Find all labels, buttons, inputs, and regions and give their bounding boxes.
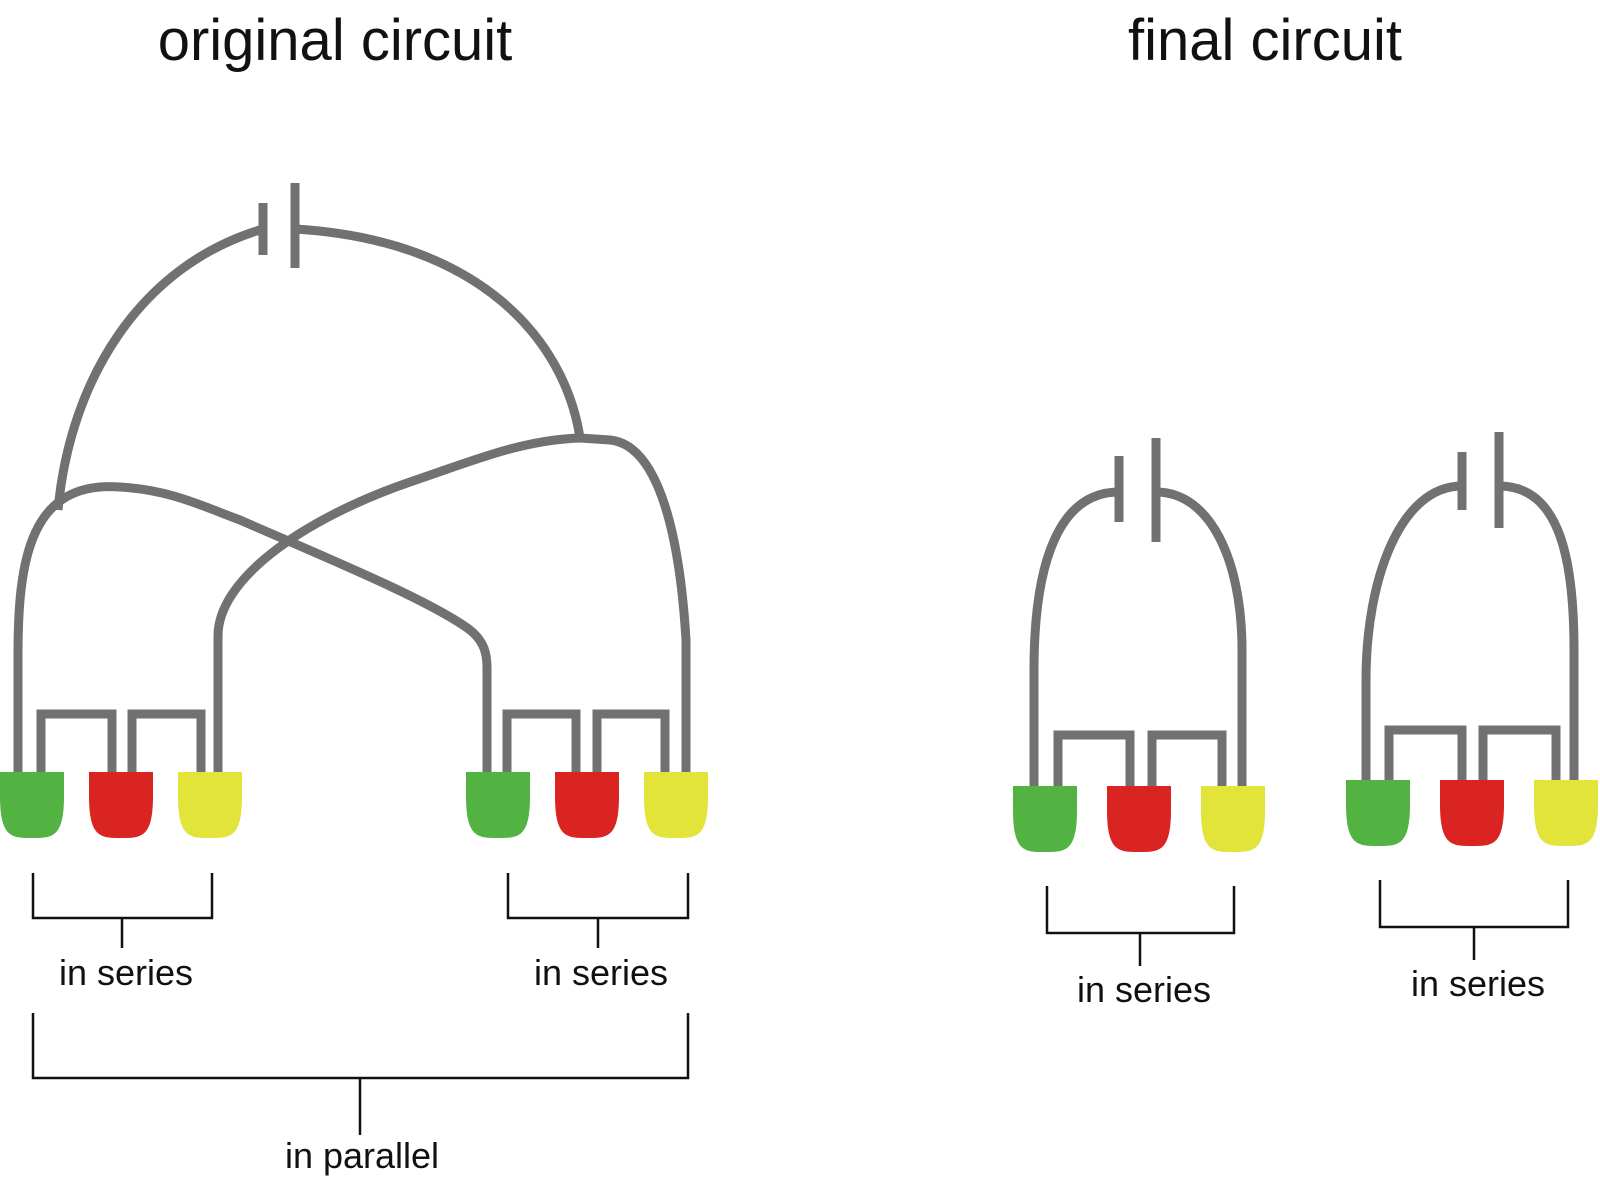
battery-icon <box>258 183 300 268</box>
wire-right <box>1498 481 1579 780</box>
series-link-left-1 <box>36 709 117 772</box>
led-red-icon <box>555 772 619 838</box>
series-link-2 <box>1147 730 1227 786</box>
label-in-series: in series <box>534 952 668 993</box>
bracket-series <box>1378 880 1570 960</box>
series-link-1 <box>1053 730 1135 786</box>
bracket-series-right <box>506 873 690 948</box>
bracket-series-left <box>31 873 214 948</box>
wire-battery-left <box>53 224 265 511</box>
led-green-icon <box>466 772 530 838</box>
wire-left <box>1361 481 1463 780</box>
series-link-2 <box>1478 725 1561 780</box>
final-circuit-2: in series <box>1361 432 1579 1004</box>
bracket-series <box>1045 886 1236 966</box>
led-yellow-icon <box>644 772 708 838</box>
original-circuit-title: original circuit <box>158 8 513 73</box>
led-yellow-icon <box>1201 786 1265 852</box>
wire-right <box>1155 487 1247 786</box>
wire-left <box>1029 487 1120 786</box>
final-circuit-title: final circuit <box>1128 8 1402 73</box>
led-red-icon <box>89 772 153 838</box>
series-link-left-2 <box>127 709 206 772</box>
final-circuit-1: in series <box>1029 438 1247 1010</box>
original-circuit: in series in series in parallel <box>0 183 708 1176</box>
wire-right-loop <box>213 433 691 772</box>
led-green-icon <box>0 772 64 838</box>
wire-battery-right <box>294 224 585 439</box>
label-in-series: in series <box>59 952 193 993</box>
led-yellow-icon <box>1534 780 1598 846</box>
led-green-icon <box>1346 780 1410 846</box>
series-link-1 <box>1384 725 1467 780</box>
battery-icon <box>1457 432 1504 528</box>
led-red-icon <box>1440 780 1504 846</box>
wire-left-loop <box>13 482 492 772</box>
label-in-series: in series <box>1077 969 1211 1010</box>
battery-icon <box>1114 438 1161 542</box>
label-in-series: in series <box>1411 963 1545 1004</box>
series-link-right-1 <box>502 709 581 772</box>
series-link-right-2 <box>592 709 670 772</box>
led-green-icon <box>1013 786 1077 852</box>
led-red-icon <box>1107 786 1171 852</box>
led-yellow-icon <box>178 772 242 838</box>
label-in-parallel: in parallel <box>285 1135 439 1176</box>
bracket-parallel <box>31 1013 690 1135</box>
